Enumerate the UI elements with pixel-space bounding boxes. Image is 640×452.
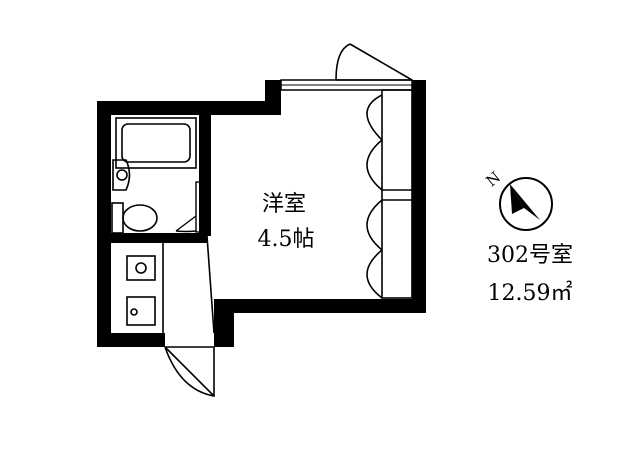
- room-size: 4.5帖: [258, 227, 315, 252]
- bathtub: [115, 117, 197, 169]
- top-window: [280, 79, 413, 91]
- toilet: [111, 202, 158, 234]
- bathroom-door: [175, 181, 202, 233]
- closet: [366, 89, 413, 299]
- room-name: 洋室: [262, 192, 306, 217]
- kitchen-partition: [206, 235, 215, 334]
- unit-area: 12.59㎡: [488, 280, 573, 306]
- north-label: N: [483, 168, 505, 190]
- balcony-door: [335, 43, 413, 81]
- unit-number: 302号室: [487, 243, 573, 268]
- kitchen-counter: [126, 243, 164, 333]
- outer-walls: [97, 80, 426, 347]
- north-arrow-icon: N: [483, 168, 553, 231]
- washbasin: [112, 159, 131, 191]
- entrance-door: [164, 346, 215, 397]
